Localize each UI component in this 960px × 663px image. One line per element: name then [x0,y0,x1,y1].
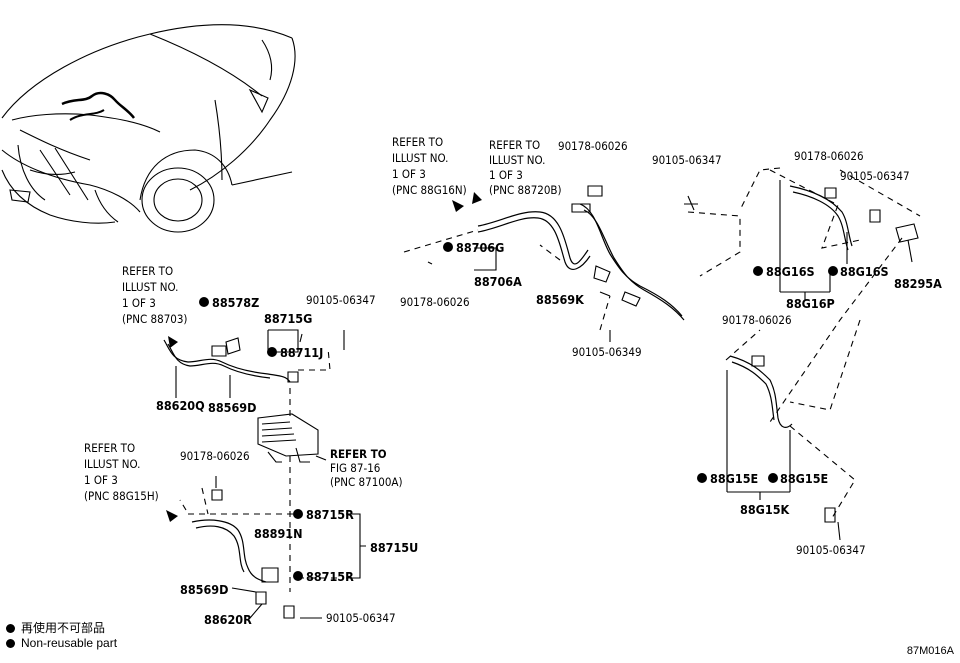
part-label: 88G16S [840,264,889,279]
non-reusable-dot-icon [6,639,15,648]
part-label: 90105-06347 [840,169,910,183]
part-label: 90105-06347 [306,293,376,307]
svg-text:REFER TO: REFER TO [489,138,540,152]
svg-text:REFER TO: REFER TO [122,264,173,278]
refer-note-88703: REFER TO ILLUST NO. 1 OF 3 (PNC 88703) [122,264,187,326]
part-label: 88569K [536,292,585,307]
dashed-connector-upper [403,167,921,519]
svg-text:REFER TO: REFER TO [392,135,443,149]
svg-text:1 OF 3: 1 OF 3 [84,473,118,487]
upper-pipe-assembly [477,185,919,321]
part-label: 88578Z [212,295,259,310]
part-label: 88715G [264,311,312,326]
part-label: 88891N [254,526,303,541]
legend-en-text: Non-reusable part [21,636,118,650]
part-label: 88715R [306,569,354,584]
reference-arrows [166,192,482,522]
non-reusable-dot-icon [6,624,15,633]
part-label: 90105-06347 [796,543,866,557]
svg-text:1 OF 3: 1 OF 3 [122,296,156,310]
non-reusable-dots [199,242,838,581]
middle-pipe [729,355,836,523]
part-label: 90178-06026 [794,149,864,163]
svg-text:(PNC 87100A): (PNC 87100A) [330,475,403,489]
vehicle-illustration [1,24,296,233]
svg-text:(PNC 88G16N): (PNC 88G16N) [392,183,467,197]
part-label: 90178-06026 [722,313,792,327]
part-label: 88620R [204,612,252,627]
refer-note-88720B: REFER TO ILLUST NO. 1 OF 3 (PNC 88720B) [489,138,562,197]
part-label: 90105-06349 [572,345,642,359]
refer-note-88G16N: REFER TO ILLUST NO. 1 OF 3 (PNC 88G16N) [392,135,467,197]
part-label: 88G16S [766,264,815,279]
part-label: 88711J [280,345,323,360]
oil-cooler-assembly [163,337,319,619]
part-label: 90178-06026 [558,139,628,153]
svg-text:1 OF 3: 1 OF 3 [392,167,426,181]
part-label: 88295A [894,276,942,291]
svg-text:ILLUST NO.: ILLUST NO. [392,151,448,165]
drawing-code: 87M016A [906,645,954,657]
legend-jp: 再使用不可部品 [6,619,105,636]
part-label: 88706A [474,274,522,289]
part-label: 88715U [370,540,418,555]
legend-jp-text: 再使用不可部品 [21,621,106,635]
part-label: 90105-06347 [326,611,396,625]
part-label: 88G15E [710,471,758,486]
svg-text:ILLUST NO.: ILLUST NO. [489,153,545,167]
svg-text:REFER TO: REFER TO [330,447,387,461]
svg-text:1 OF 3: 1 OF 3 [489,168,523,182]
svg-text:FIG 87-16: FIG 87-16 [330,461,380,475]
refer-note-88G15H: REFER TO ILLUST NO. 1 OF 3 (PNC 88G15H) [84,441,159,503]
legend-en: Non-reusable part [6,636,117,650]
part-label: 90178-06026 [400,295,470,309]
part-label: 88G15E [780,471,828,486]
part-label: 90178-06026 [180,449,250,463]
svg-text:ILLUST NO.: ILLUST NO. [84,457,140,471]
refer-note-fig-87-16: REFER TO FIG 87-16 (PNC 87100A) [330,447,403,489]
svg-text:(PNC 88G15H): (PNC 88G15H) [84,489,159,503]
part-label: 88706G [456,240,504,255]
svg-text:(PNC 88703): (PNC 88703) [122,312,187,326]
part-label: 88G16P [786,296,835,311]
part-label: 88569D [180,582,228,597]
dashed-connector-left [179,347,340,579]
part-label: 88G15K [740,502,791,517]
svg-text:REFER TO: REFER TO [84,441,135,455]
part-label: 88569D [208,400,256,415]
part-label: 88715R [306,507,354,522]
svg-text:ILLUST NO.: ILLUST NO. [122,280,178,294]
svg-text:(PNC 88720B): (PNC 88720B) [489,183,562,197]
bracket-lines [175,180,913,619]
part-label: 88620Q [156,398,205,413]
part-label: 90105-06347 [652,153,722,167]
